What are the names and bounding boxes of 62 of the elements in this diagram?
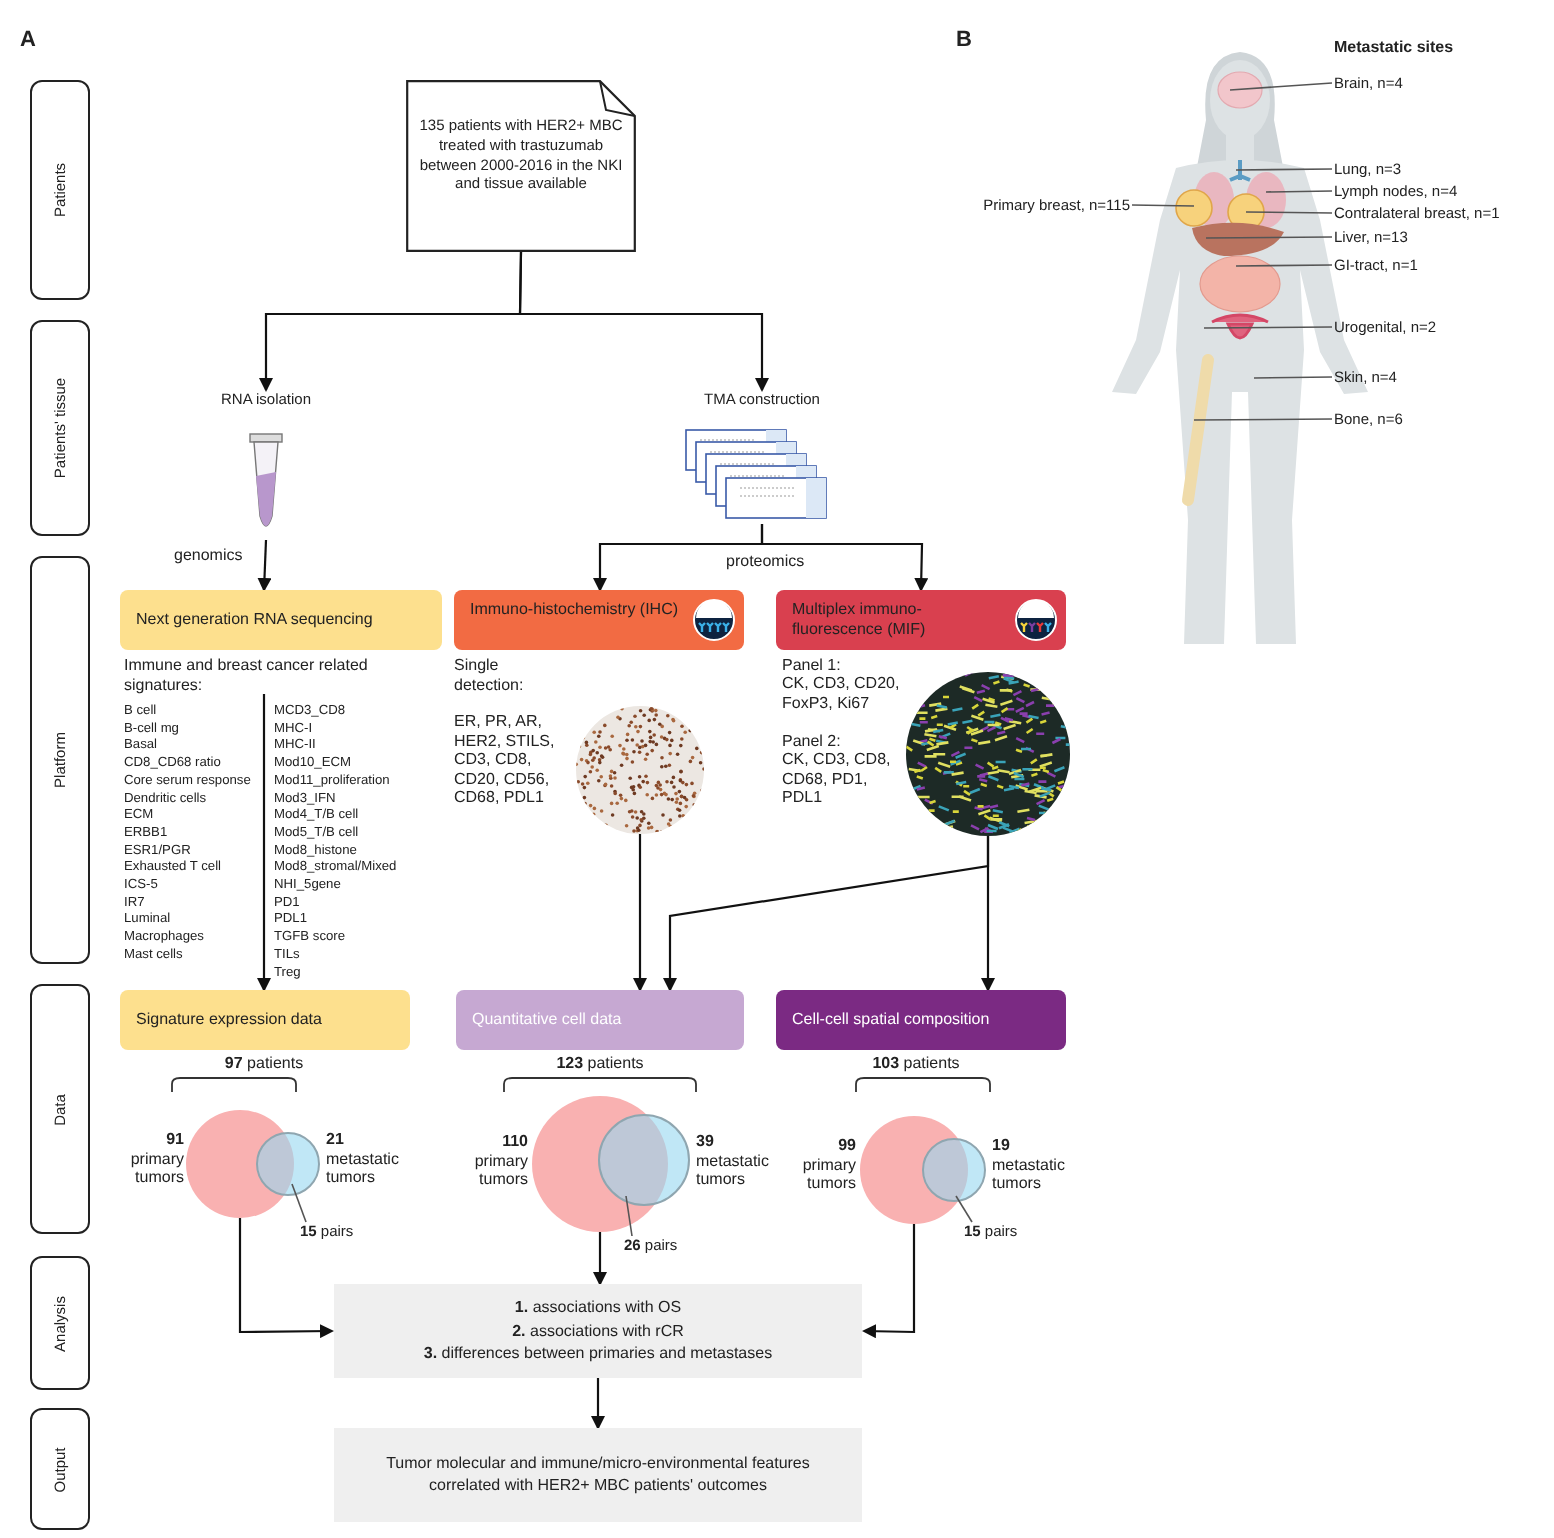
panel-letter: A	[20, 28, 36, 55]
data-box: Quantitative cell data	[456, 990, 744, 1050]
edge-label: proteomics	[724, 552, 807, 570]
method-box	[776, 590, 1066, 650]
text-label: Panel 2:	[782, 732, 843, 752]
venn-label: 19 metastatic tumors	[992, 1136, 1067, 1194]
leader-line	[1245, 211, 1333, 214]
list-item: 2. associations with rCR	[510, 1319, 686, 1343]
panel-letter: B	[956, 28, 972, 55]
count-label: 123 patients	[554, 1054, 646, 1074]
leader-line	[291, 1183, 307, 1223]
method-box	[454, 590, 744, 650]
analysis-box	[334, 1284, 862, 1378]
box-title: Immuno-histochemistry (IHC)	[470, 600, 680, 620]
leader-line	[1229, 82, 1333, 91]
venn-label: 91 primary tumors	[128, 1130, 184, 1188]
box-title: Multiplex immuno-fluorescence (MIF)	[792, 600, 928, 640]
arrow	[591, 1378, 605, 1430]
venn-circle	[186, 1110, 294, 1218]
section-heading: Metastatic sites	[1334, 38, 1454, 58]
box-note: Immune and breast cancer related signatures:	[124, 656, 370, 695]
venn-label: 110 primary tumors	[472, 1132, 528, 1190]
arrow	[518, 252, 769, 392]
leader-line	[625, 1195, 633, 1237]
count-label: 97 patients	[222, 1054, 306, 1074]
leader-line	[1131, 204, 1195, 207]
arrow	[238, 1218, 334, 1339]
leader-line	[955, 1195, 973, 1223]
marker-list: CK, CD3, CD20, FoxP3, Ki67	[782, 674, 906, 713]
list-item: 1. associations with OS	[512, 1296, 684, 1320]
venn-label: 39 metastatic tumors	[696, 1132, 771, 1190]
marker-list: CK, CD3, CD8, CD68, PD1, PDL1	[782, 750, 906, 808]
arrow	[760, 524, 929, 592]
arrow	[981, 836, 995, 992]
venn-circle	[256, 1132, 320, 1196]
leader-line	[1265, 190, 1333, 193]
data-box: Cell-cell spatial composition	[776, 990, 1066, 1050]
leader-line	[1235, 168, 1333, 171]
arrow	[593, 1232, 607, 1286]
marker-list: ER, PR, AR, HER2, STILS, CD3, CD8, CD20, CD56, CD68, PDL1	[454, 712, 570, 808]
venn-circle	[598, 1114, 690, 1206]
output-box: Tumor molecular and immune/micro-environmental features correlated with HER2+ MBC patients' outcomes	[334, 1428, 862, 1522]
leader-line	[1253, 376, 1333, 379]
leader-line	[1203, 326, 1333, 329]
leader-line	[1193, 418, 1333, 421]
venn-circle	[860, 1116, 968, 1224]
text-label: Panel 1:	[782, 656, 843, 676]
process-box: Signature expression data	[120, 990, 410, 1050]
arrow	[257, 539, 272, 592]
venn-label: 99 primary tumors	[800, 1136, 856, 1194]
count-label: 103 patients	[870, 1054, 962, 1074]
leader-line	[1205, 236, 1333, 239]
arrow	[257, 694, 271, 992]
text-label: Single detection:	[454, 656, 526, 695]
edge-label: genomics	[172, 546, 245, 564]
process-box: Next generation RNA sequencing	[120, 590, 442, 650]
arrow	[633, 834, 647, 992]
venn-label: 21 metastatic tumors	[326, 1130, 401, 1188]
list-item: 3. differences between primaries and metastases	[421, 1342, 775, 1366]
leader-line	[1235, 264, 1333, 267]
arrow	[862, 1224, 916, 1339]
venn-circle	[922, 1138, 986, 1202]
